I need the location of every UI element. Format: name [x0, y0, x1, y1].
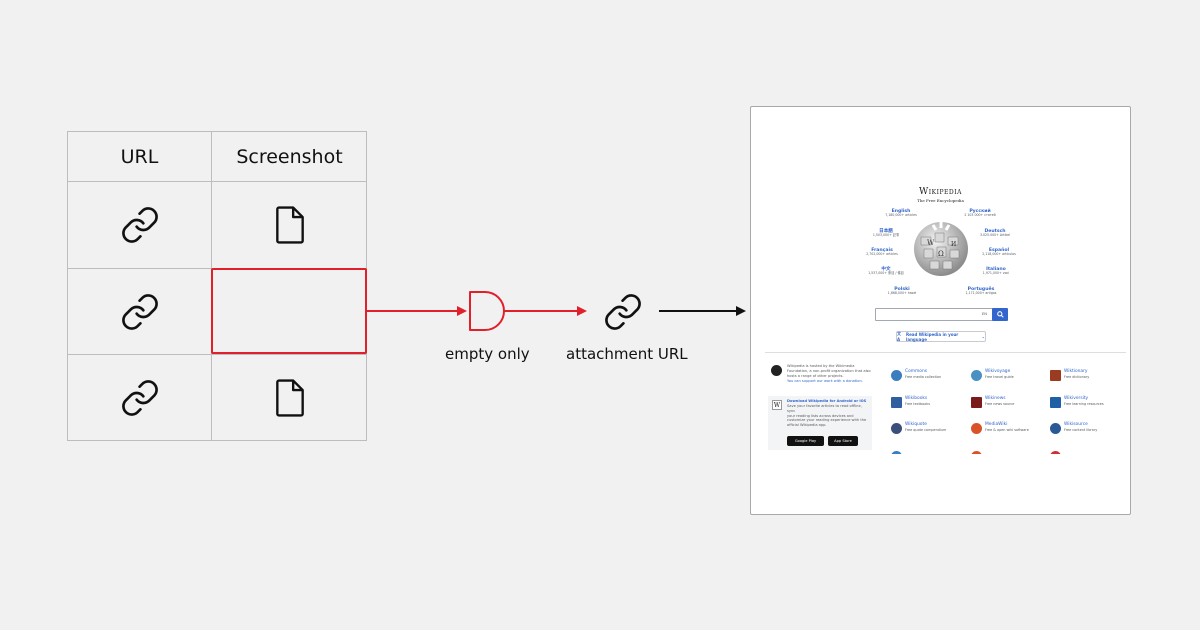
app-download-link[interactable]: Download Wikipedia for Android or iOS	[787, 399, 867, 403]
table-row-3-url	[68, 355, 211, 441]
table-row-3-screenshot	[212, 355, 367, 441]
column-header-screenshot: Screenshot	[236, 145, 343, 168]
app-text-line: your reading lists across devices and	[787, 413, 854, 418]
wikisource-icon	[1050, 423, 1061, 434]
row-divider	[68, 181, 366, 182]
document-icon	[275, 206, 304, 244]
empty-screenshot-cell	[211, 268, 367, 354]
link-icon	[605, 294, 641, 330]
red-arrow-to-result	[504, 306, 587, 316]
and-gate-icon	[469, 291, 505, 331]
app-text-line: customize your reading experience with t…	[787, 418, 867, 423]
cutoff-icon	[1050, 451, 1061, 454]
column-header-url: URL	[120, 145, 159, 168]
search-button[interactable]	[992, 308, 1008, 321]
svg-text:Ω: Ω	[938, 250, 944, 258]
svg-text:И: И	[951, 241, 956, 248]
wikipedia-screenshot: Wikipedia The Free Encyclopedia W Ω И En…	[750, 106, 1131, 515]
donate-link[interactable]: You can support our work with a donation…	[787, 378, 863, 383]
red-arrow-to-gate	[367, 306, 467, 316]
wikipedia-globe-icon: W Ω И	[914, 222, 968, 276]
attachments-table: URL Screenshot	[67, 131, 367, 441]
table-row-1-url	[68, 182, 211, 268]
footer-divider	[765, 352, 1126, 353]
search-icon	[996, 311, 1004, 318]
table-row-2-url	[68, 269, 211, 354]
gate-label: empty only	[445, 345, 530, 363]
search-language-select[interactable]: EN	[982, 312, 987, 316]
wiktionary-icon	[1050, 370, 1061, 381]
document-icon	[275, 379, 304, 417]
project-row-cutoff	[891, 449, 1111, 454]
app-text-line: official Wikipedia app.	[787, 423, 827, 428]
wikinews-icon	[971, 397, 982, 408]
read-language-label: Read Wikipedia in your language	[906, 331, 959, 342]
wikipedia-tagline: The Free Encyclopedia	[917, 198, 964, 203]
read-in-your-language-button[interactable]: 文A Read Wikipedia in your language ⌄	[896, 331, 986, 342]
wikimedia-logo-icon	[771, 365, 782, 376]
wikipedia-search-input[interactable]: EN	[875, 308, 993, 321]
link-icon	[121, 380, 158, 416]
google-play-badge[interactable]: Google Play	[787, 436, 824, 446]
translate-icon: 文A	[897, 331, 901, 342]
chevron-down-icon: ⌄	[981, 334, 985, 339]
wikiversity-icon	[1050, 397, 1061, 408]
commons-icon	[891, 370, 902, 381]
wikipedia-app-icon: W	[772, 400, 782, 410]
wikibooks-icon	[891, 397, 902, 408]
row-divider	[68, 354, 366, 355]
link-icon	[121, 207, 158, 243]
mediawiki-icon	[971, 423, 982, 434]
wikiquote-icon	[891, 423, 902, 434]
wikipedia-wordmark: Wikipedia	[919, 187, 962, 197]
app-store-badge[interactable]: App Store	[828, 436, 858, 446]
cutoff-icon	[891, 451, 902, 454]
hosted-info: Wikipedia is hosted by the Wikimedia Fou…	[787, 364, 873, 383]
hosted-line: hosts a range of other projects.	[787, 373, 844, 378]
link-icon	[121, 293, 158, 330]
app-text-line: Save your favorite articles to read offl…	[787, 403, 862, 413]
wikivoyage-icon	[971, 370, 982, 381]
app-info: Download Wikipedia for Android or iOS Sa…	[787, 399, 871, 428]
black-arrow-to-screenshot	[659, 306, 746, 316]
cutoff-icon	[971, 451, 982, 454]
table-row-1-screenshot	[212, 182, 367, 268]
hosted-line: Wikipedia is hosted by the Wikimedia	[787, 364, 855, 368]
result-label: attachment URL	[566, 345, 688, 363]
svg-text:W: W	[927, 239, 935, 247]
hosted-line: Foundation, a non-profit organization th…	[787, 368, 871, 373]
